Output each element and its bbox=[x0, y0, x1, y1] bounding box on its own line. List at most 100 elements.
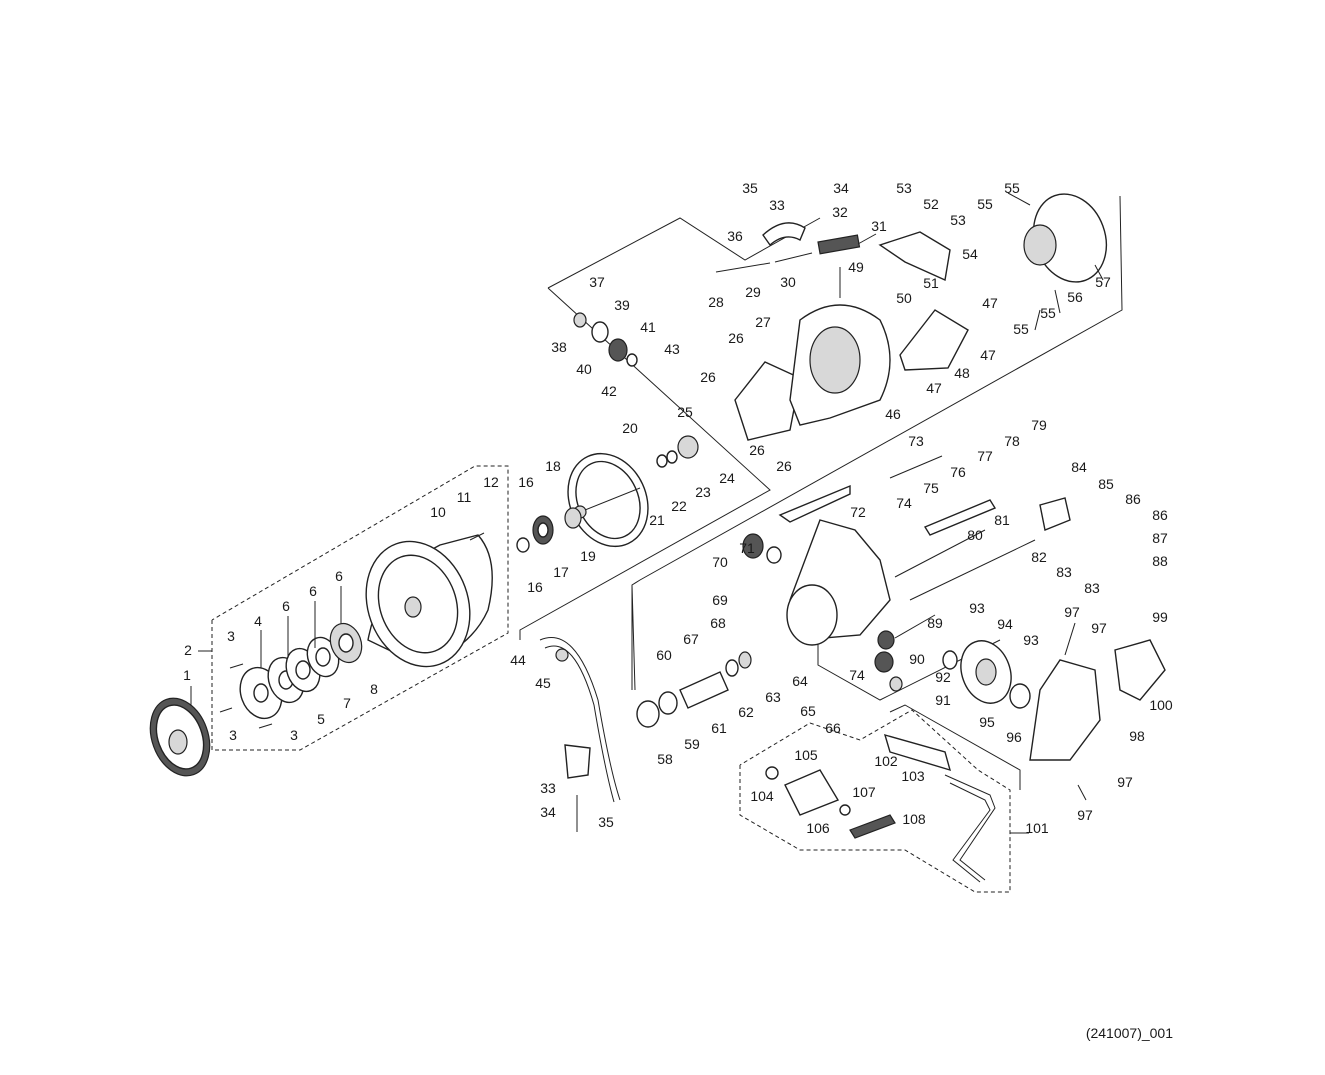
part-label: 10 bbox=[430, 504, 446, 520]
part-label: 18 bbox=[545, 458, 561, 474]
part-label: 84 bbox=[1071, 459, 1087, 475]
drawing-code: (241007)_001 bbox=[1085, 1025, 1173, 1041]
part-label: 2 bbox=[184, 642, 192, 658]
part-label: 37 bbox=[589, 274, 605, 290]
part-label: 57 bbox=[1095, 274, 1111, 290]
part-label: 59 bbox=[684, 736, 700, 752]
spool-group-dashed-frame bbox=[211, 465, 509, 751]
part-label: 19 bbox=[580, 548, 596, 564]
part-label: 94 bbox=[997, 616, 1013, 632]
part-label: 73 bbox=[908, 433, 924, 449]
part-label: 108 bbox=[902, 811, 926, 827]
part-label: 30 bbox=[780, 274, 796, 290]
part-label: 3 bbox=[227, 628, 235, 644]
part-label: 52 bbox=[923, 196, 939, 212]
part-label: 62 bbox=[738, 704, 754, 720]
spool-assembly bbox=[149, 532, 493, 777]
part-label: 65 bbox=[800, 703, 816, 719]
part-label: 86 bbox=[1152, 507, 1168, 523]
part-label: 7 bbox=[343, 695, 351, 711]
part-label: 26 bbox=[728, 330, 744, 346]
part-label: 66 bbox=[825, 720, 841, 736]
part-label: 70 bbox=[712, 554, 728, 570]
part-label: 17 bbox=[553, 564, 569, 580]
part-label: 53 bbox=[950, 212, 966, 228]
part-label: 81 bbox=[994, 512, 1010, 528]
part-label: 91 bbox=[935, 692, 951, 708]
part-label: 26 bbox=[776, 458, 792, 474]
part-label: 43 bbox=[664, 341, 680, 357]
part-label: 34 bbox=[833, 180, 849, 196]
part-label: 90 bbox=[909, 651, 925, 667]
part-label: 40 bbox=[576, 361, 592, 377]
part-label: 99 bbox=[1152, 609, 1168, 625]
part-label: 8 bbox=[370, 681, 378, 697]
part-label: 33 bbox=[769, 197, 785, 213]
part-label: 61 bbox=[711, 720, 727, 736]
part-label: 49 bbox=[848, 259, 864, 275]
part-label: 100 bbox=[1149, 697, 1173, 713]
part-label: 51 bbox=[923, 275, 939, 291]
part-label: 11 bbox=[457, 489, 472, 505]
part-label: 55 bbox=[1013, 321, 1029, 337]
part-label: 95 bbox=[979, 714, 995, 730]
part-label: 23 bbox=[695, 484, 711, 500]
part-label: 60 bbox=[656, 647, 672, 663]
part-label: 88 bbox=[1152, 553, 1168, 569]
part-label: 97 bbox=[1064, 604, 1080, 620]
bail-wire bbox=[539, 637, 621, 832]
part-label: 26 bbox=[749, 442, 765, 458]
part-label: 25 bbox=[677, 404, 693, 420]
part-label: 48 bbox=[954, 365, 970, 381]
part-label: 82 bbox=[1031, 549, 1047, 565]
part-label: 68 bbox=[710, 615, 726, 631]
part-label: 16 bbox=[527, 579, 543, 595]
part-label: 55 bbox=[1004, 180, 1020, 196]
part-label: 27 bbox=[755, 314, 771, 330]
part-label: 29 bbox=[745, 284, 761, 300]
part-label: 53 bbox=[896, 180, 912, 196]
part-label: 6 bbox=[282, 598, 290, 614]
part-label: 39 bbox=[614, 297, 630, 313]
part-label: 55 bbox=[977, 196, 993, 212]
part-label: 56 bbox=[1067, 289, 1083, 305]
part-label: 97 bbox=[1091, 620, 1107, 636]
part-label: 3 bbox=[290, 727, 298, 743]
part-label: 22 bbox=[671, 498, 687, 514]
part-label: 96 bbox=[1006, 729, 1022, 745]
handle-group-dashed-frame bbox=[739, 709, 1011, 893]
part-label: 77 bbox=[977, 448, 993, 464]
part-label: 26 bbox=[700, 369, 716, 385]
part-label: 76 bbox=[950, 464, 966, 480]
part-label: 34 bbox=[540, 804, 556, 820]
part-label: 28 bbox=[708, 294, 724, 310]
part-label: 55 bbox=[1040, 305, 1056, 321]
part-label: 102 bbox=[874, 753, 898, 769]
part-label: 103 bbox=[901, 768, 925, 784]
part-label: 47 bbox=[982, 295, 998, 311]
part-label: 35 bbox=[598, 814, 614, 830]
leader-lines bbox=[190, 192, 1104, 834]
part-label: 44 bbox=[510, 652, 526, 668]
part-label: 45 bbox=[535, 675, 551, 691]
part-label: 83 bbox=[1056, 564, 1072, 580]
part-label: 69 bbox=[712, 592, 728, 608]
part-label: 6 bbox=[335, 568, 343, 584]
part-label: 89 bbox=[927, 615, 943, 631]
part-label: 47 bbox=[926, 380, 942, 396]
part-label: 72 bbox=[850, 504, 866, 520]
part-label: 86 bbox=[1125, 491, 1141, 507]
part-label: 87 bbox=[1152, 530, 1168, 546]
part-label: 97 bbox=[1077, 807, 1093, 823]
part-label: 83 bbox=[1084, 580, 1100, 596]
rotor-group-frame bbox=[519, 195, 1123, 691]
part-label: 6 bbox=[309, 583, 317, 599]
part-label: 74 bbox=[849, 667, 865, 683]
part-label: 85 bbox=[1098, 476, 1114, 492]
part-label: 12 bbox=[483, 474, 499, 490]
part-label: 5 bbox=[317, 711, 325, 727]
part-label: 75 bbox=[923, 480, 939, 496]
part-label: 31 bbox=[871, 218, 887, 234]
